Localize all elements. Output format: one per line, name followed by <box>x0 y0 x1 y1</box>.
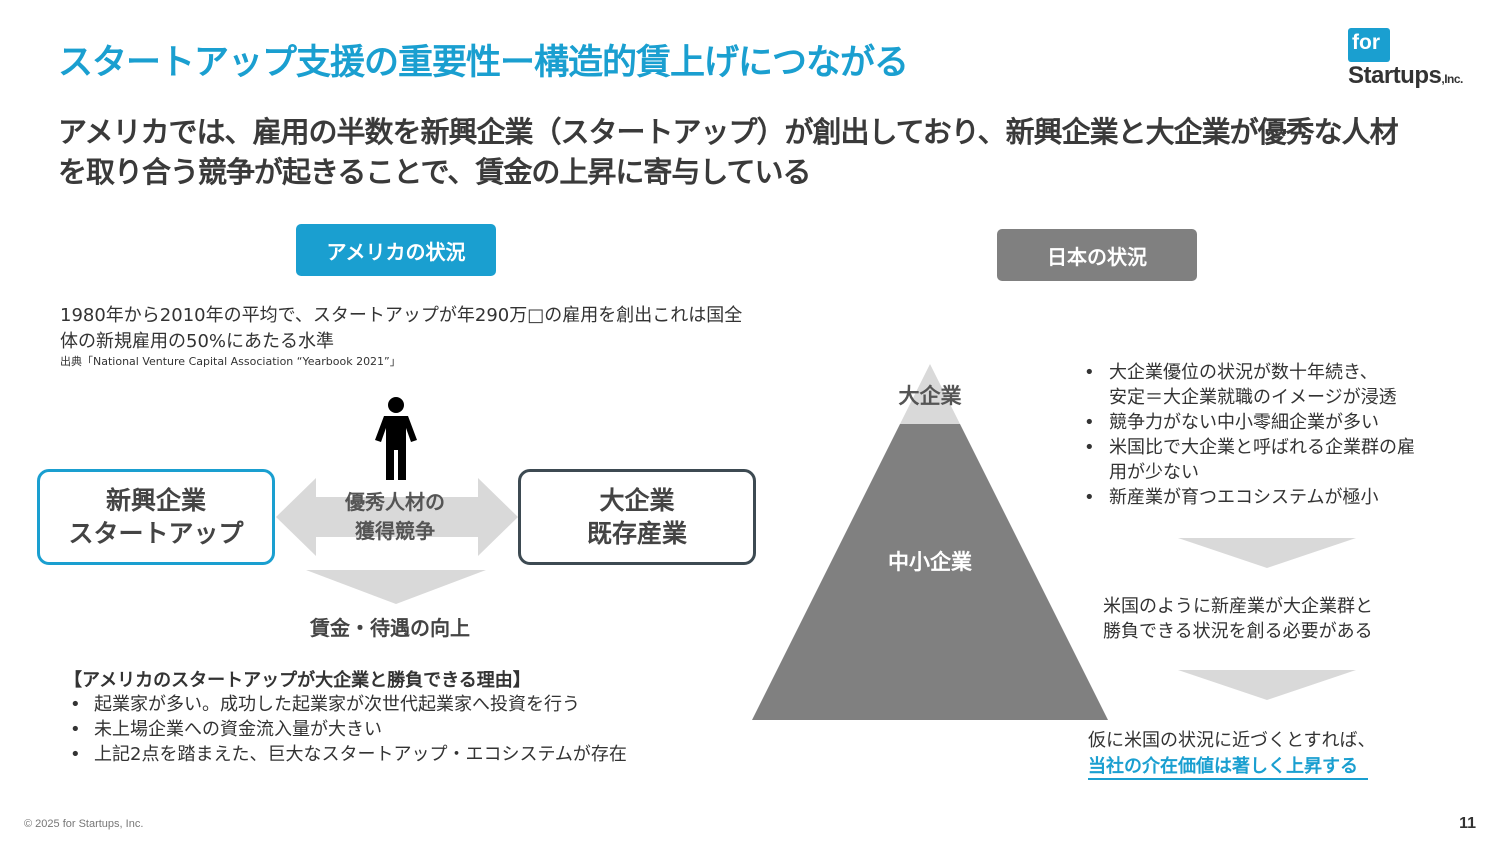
wage-improvement-label: 賃金・待遇の向上 <box>310 616 470 640</box>
need-statement: 米国のように新産業が大企業群と 勝負できる状況を創る必要がある <box>1103 594 1373 644</box>
conclusion-highlight: 当社の介在価値は著しく上昇する <box>1088 756 1368 780</box>
logo-badge: for <box>1348 28 1390 62</box>
japan-points-list: 大企業優位の状況が数十年続き、 安定＝大企業就職のイメージが浸透 競争力がない中… <box>1082 360 1415 510</box>
page-title: スタートアップ支援の重要性ー構造的賃上げにつながる <box>58 43 909 83</box>
logo-name: Startups <box>1348 62 1442 89</box>
reason-item: 起業家が多い。成功した起業家が次世代起業家へ投資を行う <box>64 692 627 717</box>
usa-source-note: 出典「National Venture Capital Association … <box>60 355 401 368</box>
startup-box: 新興企業 スタートアップ <box>37 469 275 565</box>
large-box-line2: 既存産業 <box>586 519 687 548</box>
japan-point-item: 大企業優位の状況が数十年続き、 安定＝大企業就職のイメージが浸透 <box>1082 360 1415 410</box>
company-logo: for Startups,Inc. <box>1348 28 1478 98</box>
reason-item: 上記2点を踏まえた、巨大なスタートアップ・エコシステムが存在 <box>64 742 627 767</box>
usa-section-label: アメリカの状況 <box>296 224 496 276</box>
japan-point-item: 新産業が育つエコシステムが極小 <box>1082 485 1415 510</box>
conclusion-line1: 仮に米国の状況に近づくとすれば、 <box>1088 730 1376 751</box>
company-pyramid-shape <box>752 364 1108 720</box>
reason-item: 未上場企業への資金流入量が大きい <box>64 717 627 742</box>
large-box-line1: 大企業 <box>599 486 675 515</box>
logo-suffix: ,Inc. <box>1441 72 1463 86</box>
compete-line2: 獲得競争 <box>355 519 435 543</box>
down-arrow-shape <box>306 570 486 604</box>
logo-for-text: for <box>1352 31 1380 54</box>
large-company-box: 大企業 既存産業 <box>518 469 756 565</box>
copyright-text: © 2025 for Startups, Inc. <box>24 818 144 830</box>
japan-point-line: 新産業が育つエコシステムが極小 <box>1109 487 1379 508</box>
talent-competition-label: 優秀人材の 獲得競争 <box>315 488 475 546</box>
reasons-heading: 【アメリカのスタートアップが大企業と勝負できる理由】 <box>64 670 531 691</box>
need-line2: 勝負できる状況を創る必要がある <box>1103 621 1373 642</box>
japan-point-line: 競争力がない中小零細企業が多い <box>1109 412 1379 433</box>
japan-point-line: 用が少ない <box>1109 462 1199 483</box>
startup-box-line2: スタートアップ <box>68 519 244 548</box>
japan-point-line: 安定＝大企業就職のイメージが浸透 <box>1109 387 1397 408</box>
japan-point-line: 大企業優位の状況が数十年続き、 <box>1109 362 1378 383</box>
japan-section-label: 日本の状況 <box>997 229 1197 281</box>
startup-box-line1: 新興企業 <box>105 486 206 515</box>
logo-startups-text: Startups,Inc. <box>1348 62 1463 90</box>
conclusion-statement: 仮に米国の状況に近づくとすれば、 当社の介在価値は著しく上昇する <box>1088 728 1375 780</box>
person-icon <box>375 397 417 480</box>
pyramid-bottom-label: 中小企業 <box>888 550 972 574</box>
slide-subtitle: アメリカでは、雇用の半数を新興企業（スタートアップ）が創出しており、新興企業と大… <box>58 115 1399 189</box>
usa-description: 1980年から2010年の平均で、スタートアップが年290万□の雇用を創出これは… <box>60 305 743 352</box>
pyramid-top-label: 大企業 <box>898 384 962 408</box>
japan-point-line: 米国比で大企業と呼ばれる企業群の雇 <box>1109 437 1415 458</box>
down-arrow-shape <box>1178 538 1356 568</box>
down-arrow-shape <box>1178 670 1356 700</box>
reasons-list: 起業家が多い。成功した起業家が次世代起業家へ投資を行う 未上場企業への資金流入量… <box>64 692 627 767</box>
need-line1: 米国のように新産業が大企業群と <box>1103 596 1373 617</box>
japan-point-item: 競争力がない中小零細企業が多い <box>1082 410 1415 435</box>
page-number: 11 <box>1459 815 1476 832</box>
compete-line1: 優秀人材の <box>345 490 445 514</box>
double-arrow-shape <box>276 478 518 556</box>
japan-point-item: 米国比で大企業と呼ばれる企業群の雇 用が少ない <box>1082 435 1415 485</box>
